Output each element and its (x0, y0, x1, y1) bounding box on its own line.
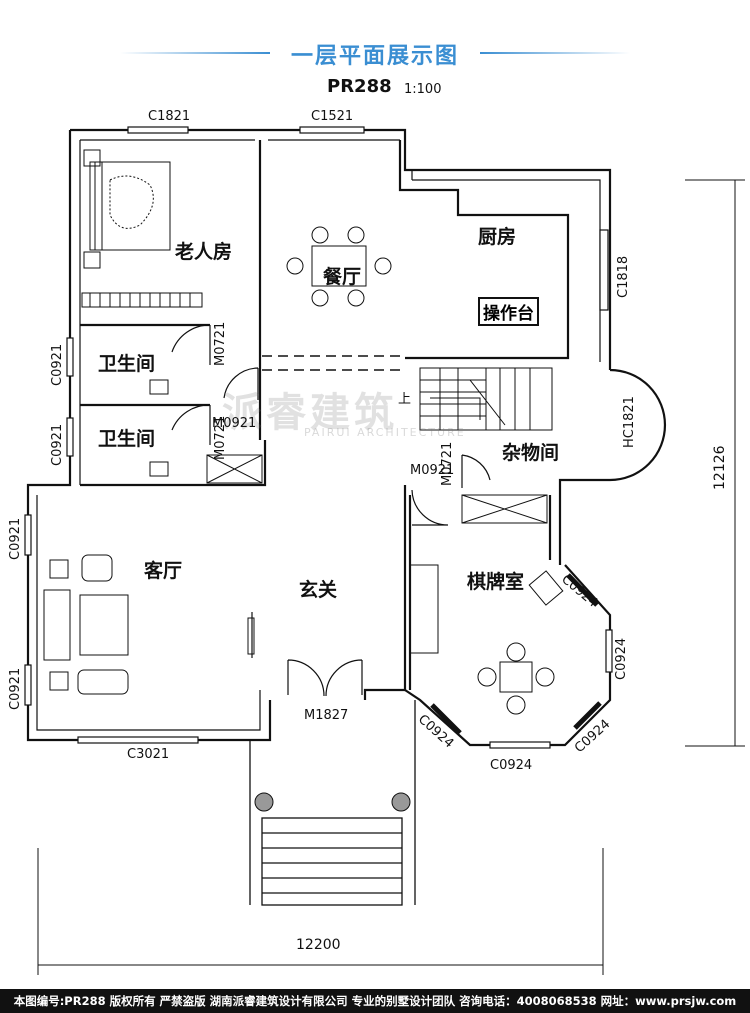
window-c0924-right (605, 629, 613, 673)
plan-code: PR288 (327, 76, 392, 97)
door-m0721-bath (171, 404, 211, 445)
watermark: 派睿建筑 (222, 390, 398, 436)
label-m0921-hall: M0921 (212, 416, 257, 431)
window-c1821 (127, 126, 189, 134)
shaft-storage (461, 494, 548, 524)
title-decor-right (480, 52, 630, 54)
room-storage: 杂物间 (502, 442, 560, 464)
door-m0721-storage (461, 454, 491, 488)
column-right (391, 792, 411, 812)
room-chess: 棋牌室 (467, 571, 525, 593)
room-bathroom-2: 卫生间 (98, 428, 156, 450)
window-c0921-c (24, 514, 32, 556)
armchair-bottom (77, 669, 129, 695)
mahjong-table (499, 661, 533, 693)
label-c0924-right: C0924 (614, 637, 629, 680)
door-m0921-hall (223, 367, 259, 400)
label-m1827: M1827 (304, 708, 349, 723)
window-c0924-bottom (489, 741, 551, 749)
page-title: 一层平面展示图 (290, 44, 459, 69)
sofa-long (43, 589, 71, 661)
label-c1821: C1821 (148, 109, 191, 124)
toilet-1 (149, 379, 169, 395)
label-c1818: C1818 (616, 255, 631, 298)
dimension-depth: 12126 (712, 445, 728, 490)
room-living: 客厅 (144, 560, 183, 582)
wall-inner (80, 140, 267, 487)
label-m0721-bedroom: M0721 (213, 321, 228, 366)
room-elder-bedroom: 老人房 (175, 241, 233, 263)
window-c0921-d (24, 664, 32, 706)
door-m1827-entrance (287, 659, 363, 697)
label-c0921-b: C0921 (50, 423, 65, 466)
footer-bar: 本图编号:PR288 版权所有 严禁盗版 湖南派睿建筑设计有限公司 专业的别墅设… (0, 989, 750, 1013)
dimension-width: 12200 (296, 937, 341, 953)
stair-up-label: 上 (398, 392, 412, 407)
wardrobe (81, 292, 203, 308)
toilet-2 (149, 461, 169, 477)
plan-scale: 1:100 (404, 82, 442, 97)
label-c0921-a: C0921 (50, 343, 65, 386)
room-bathroom-1: 卫生间 (98, 353, 156, 375)
bed (94, 161, 171, 251)
chess-sofa (409, 564, 439, 654)
window-c3021 (77, 736, 199, 744)
label-m0921-chess: M0921 (410, 463, 455, 478)
window-c1521 (299, 126, 365, 134)
window-c0921-a (66, 337, 74, 377)
wall-outline (70, 128, 667, 565)
coffee-table (79, 594, 129, 656)
column-left (254, 792, 274, 812)
watermark-sub: PAIRUI ARCHITECTURE (304, 426, 466, 439)
label-c0921-c: C0921 (8, 517, 23, 560)
label-c0921-d: C0921 (8, 667, 23, 710)
shaft-bath (206, 454, 263, 484)
window-c0921-b (66, 417, 74, 457)
room-kitchen: 厨房 (478, 226, 517, 248)
window-c1818 (599, 229, 609, 311)
room-dining: 餐厅 (323, 266, 362, 288)
room-entrance: 玄关 (299, 579, 338, 601)
label-c1521: C1521 (311, 109, 354, 124)
front-steps (261, 817, 403, 906)
dining-table (311, 245, 367, 287)
armchair-top (81, 554, 113, 582)
label-c0924-bottom: C0924 (490, 758, 533, 773)
door-m0921-chess (411, 489, 449, 526)
label-hc1821: HC1821 (622, 396, 637, 448)
label-c3021: C3021 (127, 747, 170, 762)
porch (249, 700, 416, 905)
door-m0721-bedroom (171, 324, 211, 365)
room-counter: 操作台 (478, 297, 539, 326)
title-decor-left (120, 52, 270, 54)
